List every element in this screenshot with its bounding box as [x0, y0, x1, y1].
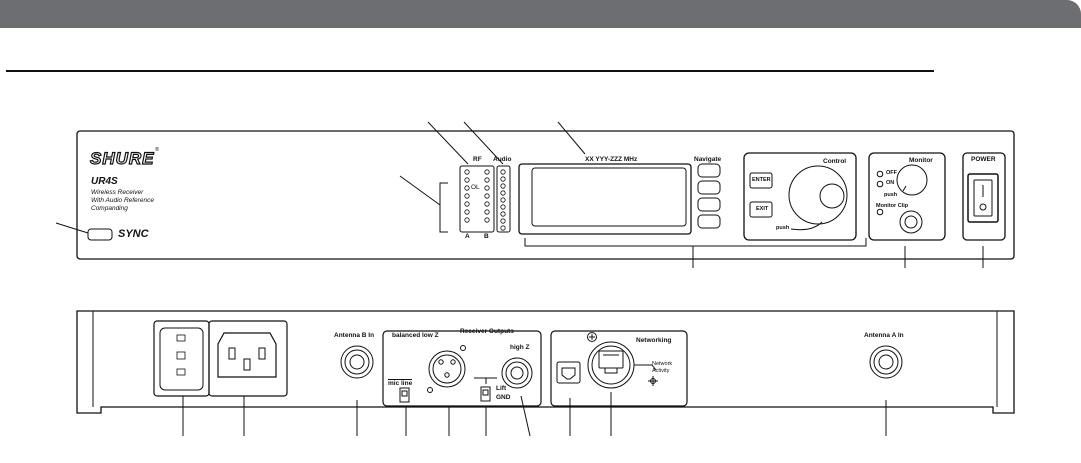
callout-line	[558, 122, 585, 154]
push-indicator	[791, 222, 822, 230]
navigate-button-3	[698, 198, 720, 211]
networking-label: Networking	[636, 338, 671, 345]
monitor-knob	[897, 165, 927, 195]
navigate-button-1	[698, 164, 720, 177]
meter-bracket	[440, 183, 448, 232]
lift-gnd-switch	[481, 387, 490, 401]
lcd-screen	[532, 168, 686, 226]
balanced-label: balanced low Z	[392, 333, 439, 340]
callout-line	[400, 176, 440, 205]
monitor-push-label: push	[884, 193, 897, 199]
display-frequency: XX YYY-ZZZ MHz	[585, 157, 637, 164]
on-label: ON	[886, 181, 894, 187]
lcd-display	[519, 164, 691, 234]
power-switch	[968, 174, 998, 222]
sync-label: SYNC	[118, 229, 149, 240]
monitor-label: Monitor	[909, 158, 933, 165]
monitor-jack-inner	[905, 216, 917, 228]
control-section	[744, 153, 856, 240]
channel-a-label: A	[465, 234, 470, 241]
antenna-b-connector	[341, 346, 373, 378]
mic-line-switch	[400, 388, 409, 402]
power-label: POWER	[971, 157, 996, 164]
model-name: UR4S	[91, 177, 118, 187]
description-line-3: Companding	[91, 206, 128, 213]
navigate-button-2	[698, 181, 720, 194]
enter-label: ENTER	[752, 178, 771, 184]
rf-label: RF	[473, 157, 482, 164]
control-knob-ring	[789, 166, 847, 224]
xlr-connector	[429, 351, 465, 387]
network-activity-line-1: Network	[652, 362, 672, 368]
sync-button	[88, 229, 112, 240]
high-z-label: high Z	[510, 345, 530, 352]
navigate-button-4	[698, 215, 720, 228]
navigate-label: Navigate	[694, 157, 721, 164]
audio-label: Audio	[493, 157, 511, 164]
on-led	[877, 181, 883, 187]
callout-line	[56, 223, 88, 233]
callout-line	[521, 396, 530, 436]
ol-label: OL	[471, 185, 480, 192]
receiver-outputs-label: Receiver Outputs	[460, 329, 514, 336]
clip-led	[877, 209, 883, 215]
off-label: OFF	[886, 171, 897, 177]
callout-line	[428, 122, 468, 164]
audio-meter-box	[497, 166, 510, 232]
description-line-2: With Audio Reference	[91, 198, 154, 205]
usb-port	[557, 362, 580, 383]
control-label: Control	[823, 159, 846, 166]
channel-b-label: B	[484, 234, 489, 241]
description-line-1: Wireless Receiver	[91, 190, 143, 197]
exit-label: EXIT	[756, 207, 768, 213]
gnd-label: GND	[496, 395, 510, 402]
mic-line-label: mic line	[388, 379, 412, 388]
push-label: push	[776, 226, 789, 232]
antenna-a-connector	[870, 346, 902, 378]
antenna-a-label: Antenna A In	[864, 333, 904, 340]
ac-outlet-frame	[154, 321, 209, 396]
lift-label: Lift	[496, 386, 506, 393]
network-activity-line-2: Activity	[652, 369, 669, 375]
antenna-b-label: Antenna B In	[334, 333, 374, 340]
control-knob	[820, 184, 844, 208]
monitor-clip-label: Monitor Clip	[876, 204, 908, 210]
registered-mark: ®	[155, 148, 159, 154]
ethernet-connector	[588, 342, 634, 388]
monitor-jack-outer	[900, 211, 922, 233]
rf-meter-box	[460, 166, 494, 232]
display-bracket	[525, 238, 866, 246]
brand-logo: SHURE	[90, 150, 155, 167]
off-led	[877, 171, 883, 177]
